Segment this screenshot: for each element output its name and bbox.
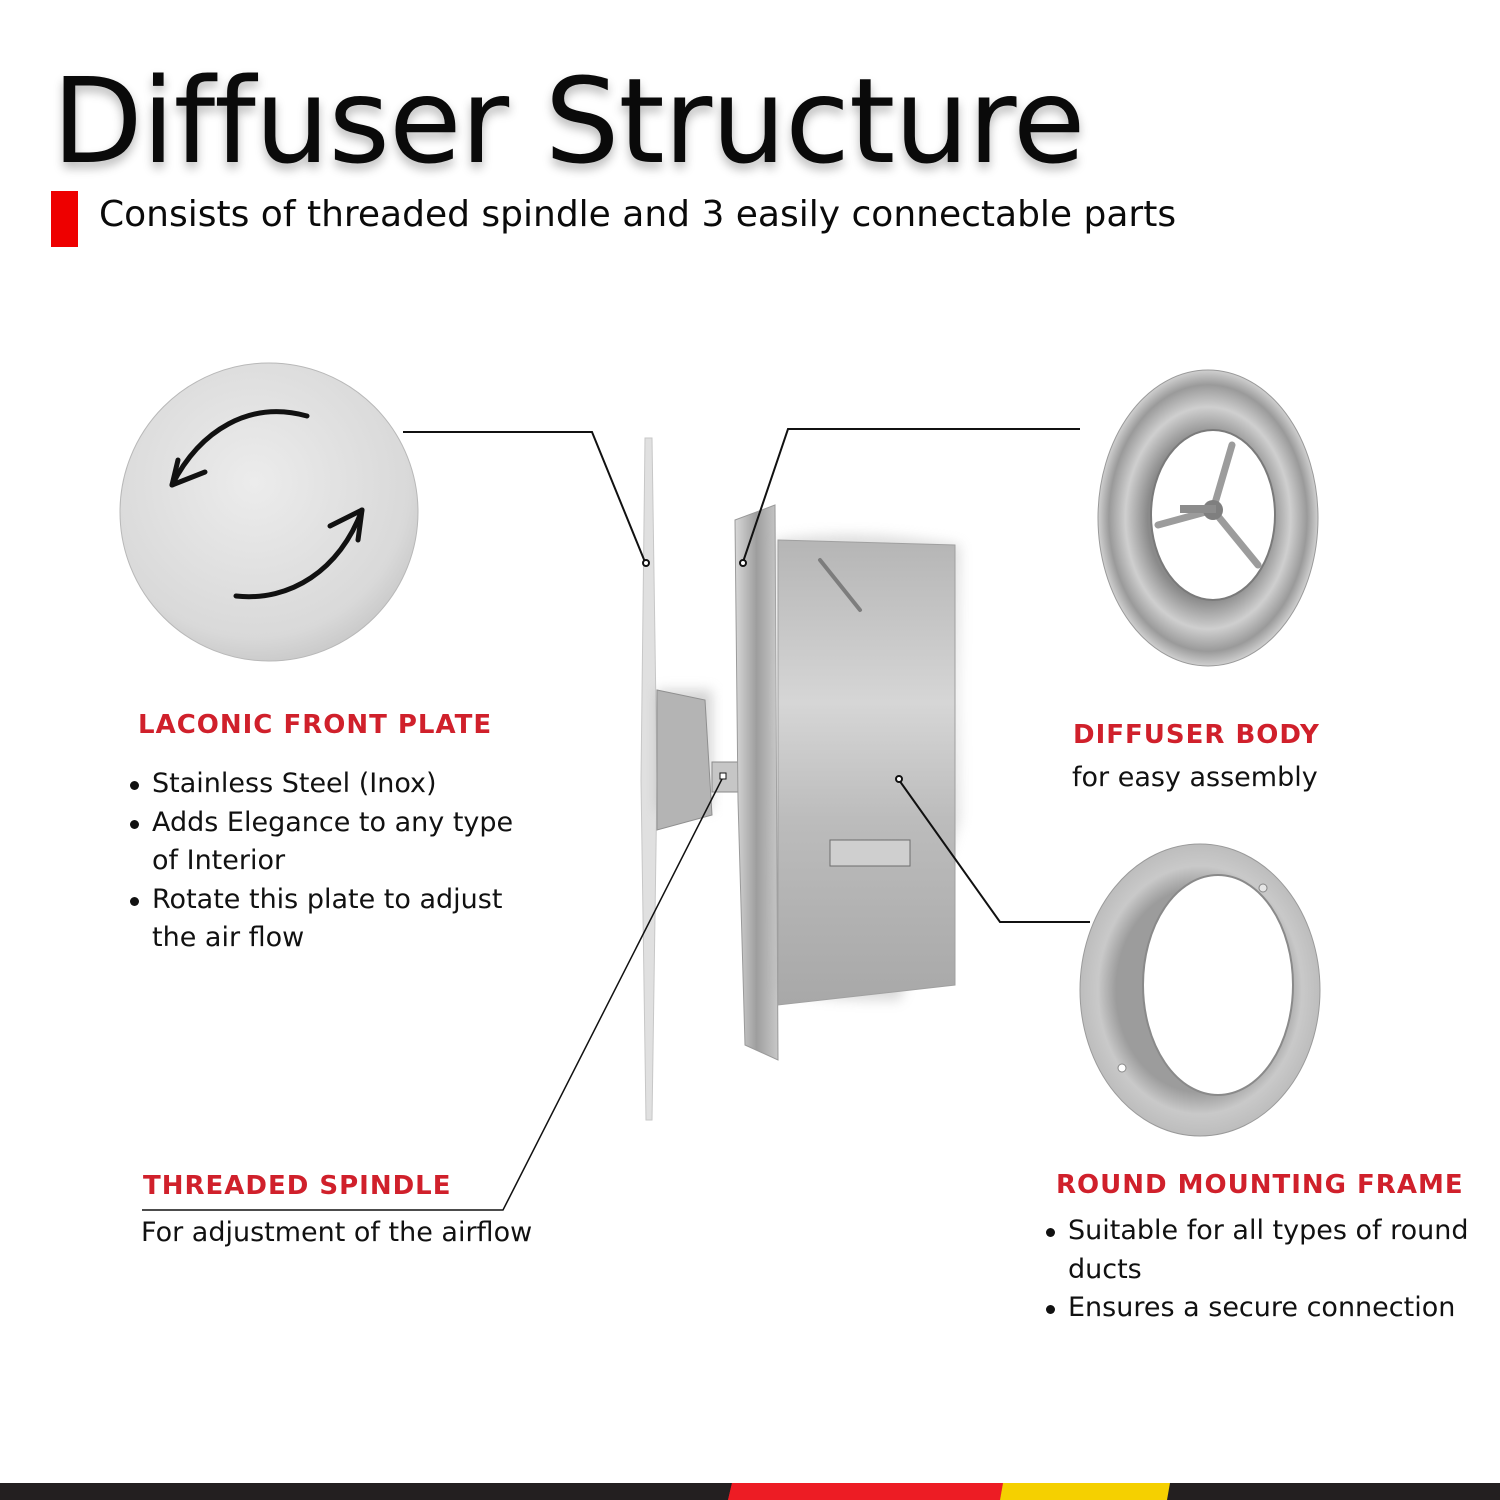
list-item: Ensures a secure connection: [1040, 1289, 1480, 1328]
page-title: Diffuser Structure: [52, 52, 1086, 190]
side-view-assembly-image: [640, 437, 960, 1121]
rotate-arrows-icon: [169, 409, 365, 600]
list-item: Rotate this plate to adjust the air flow: [124, 881, 544, 958]
mounting-frame-features: Suitable for all types of round ducts En…: [1040, 1212, 1480, 1328]
front-plate-image: [119, 362, 419, 662]
front-plate-heading: LACONIC FRONT PLATE: [138, 710, 493, 740]
front-plate-features: Stainless Steel (Inox) Adds Elegance to …: [124, 765, 544, 958]
footer-yellow-stripe: [1000, 1483, 1170, 1500]
mounting-frame-heading: ROUND MOUNTING FRAME: [1056, 1170, 1464, 1200]
leader-front-plate: [403, 431, 646, 563]
subtitle-accent-bar: [51, 191, 78, 247]
leader-mounting-frame: [898, 779, 1090, 923]
list-item: Adds Elegance to any type of Interior: [124, 804, 544, 881]
list-item: Stainless Steel (Inox): [124, 765, 544, 804]
diffuser-body-heading: DIFFUSER BODY: [1073, 720, 1320, 750]
threaded-spindle-description: For adjustment of the airflow: [141, 1217, 533, 1248]
page-subtitle: Consists of threaded spindle and 3 easil…: [99, 194, 1177, 235]
threaded-spindle-heading: THREADED SPINDLE: [143, 1171, 452, 1201]
mounting-frame-image: [1079, 843, 1321, 1137]
diffuser-body-description: for easy assembly: [1072, 762, 1318, 793]
list-item: Suitable for all types of round ducts: [1040, 1212, 1480, 1289]
footer-color-strip: [0, 1483, 1500, 1500]
leader-diffuser-body: [742, 428, 1080, 563]
diffuser-body-image: [1097, 369, 1319, 667]
